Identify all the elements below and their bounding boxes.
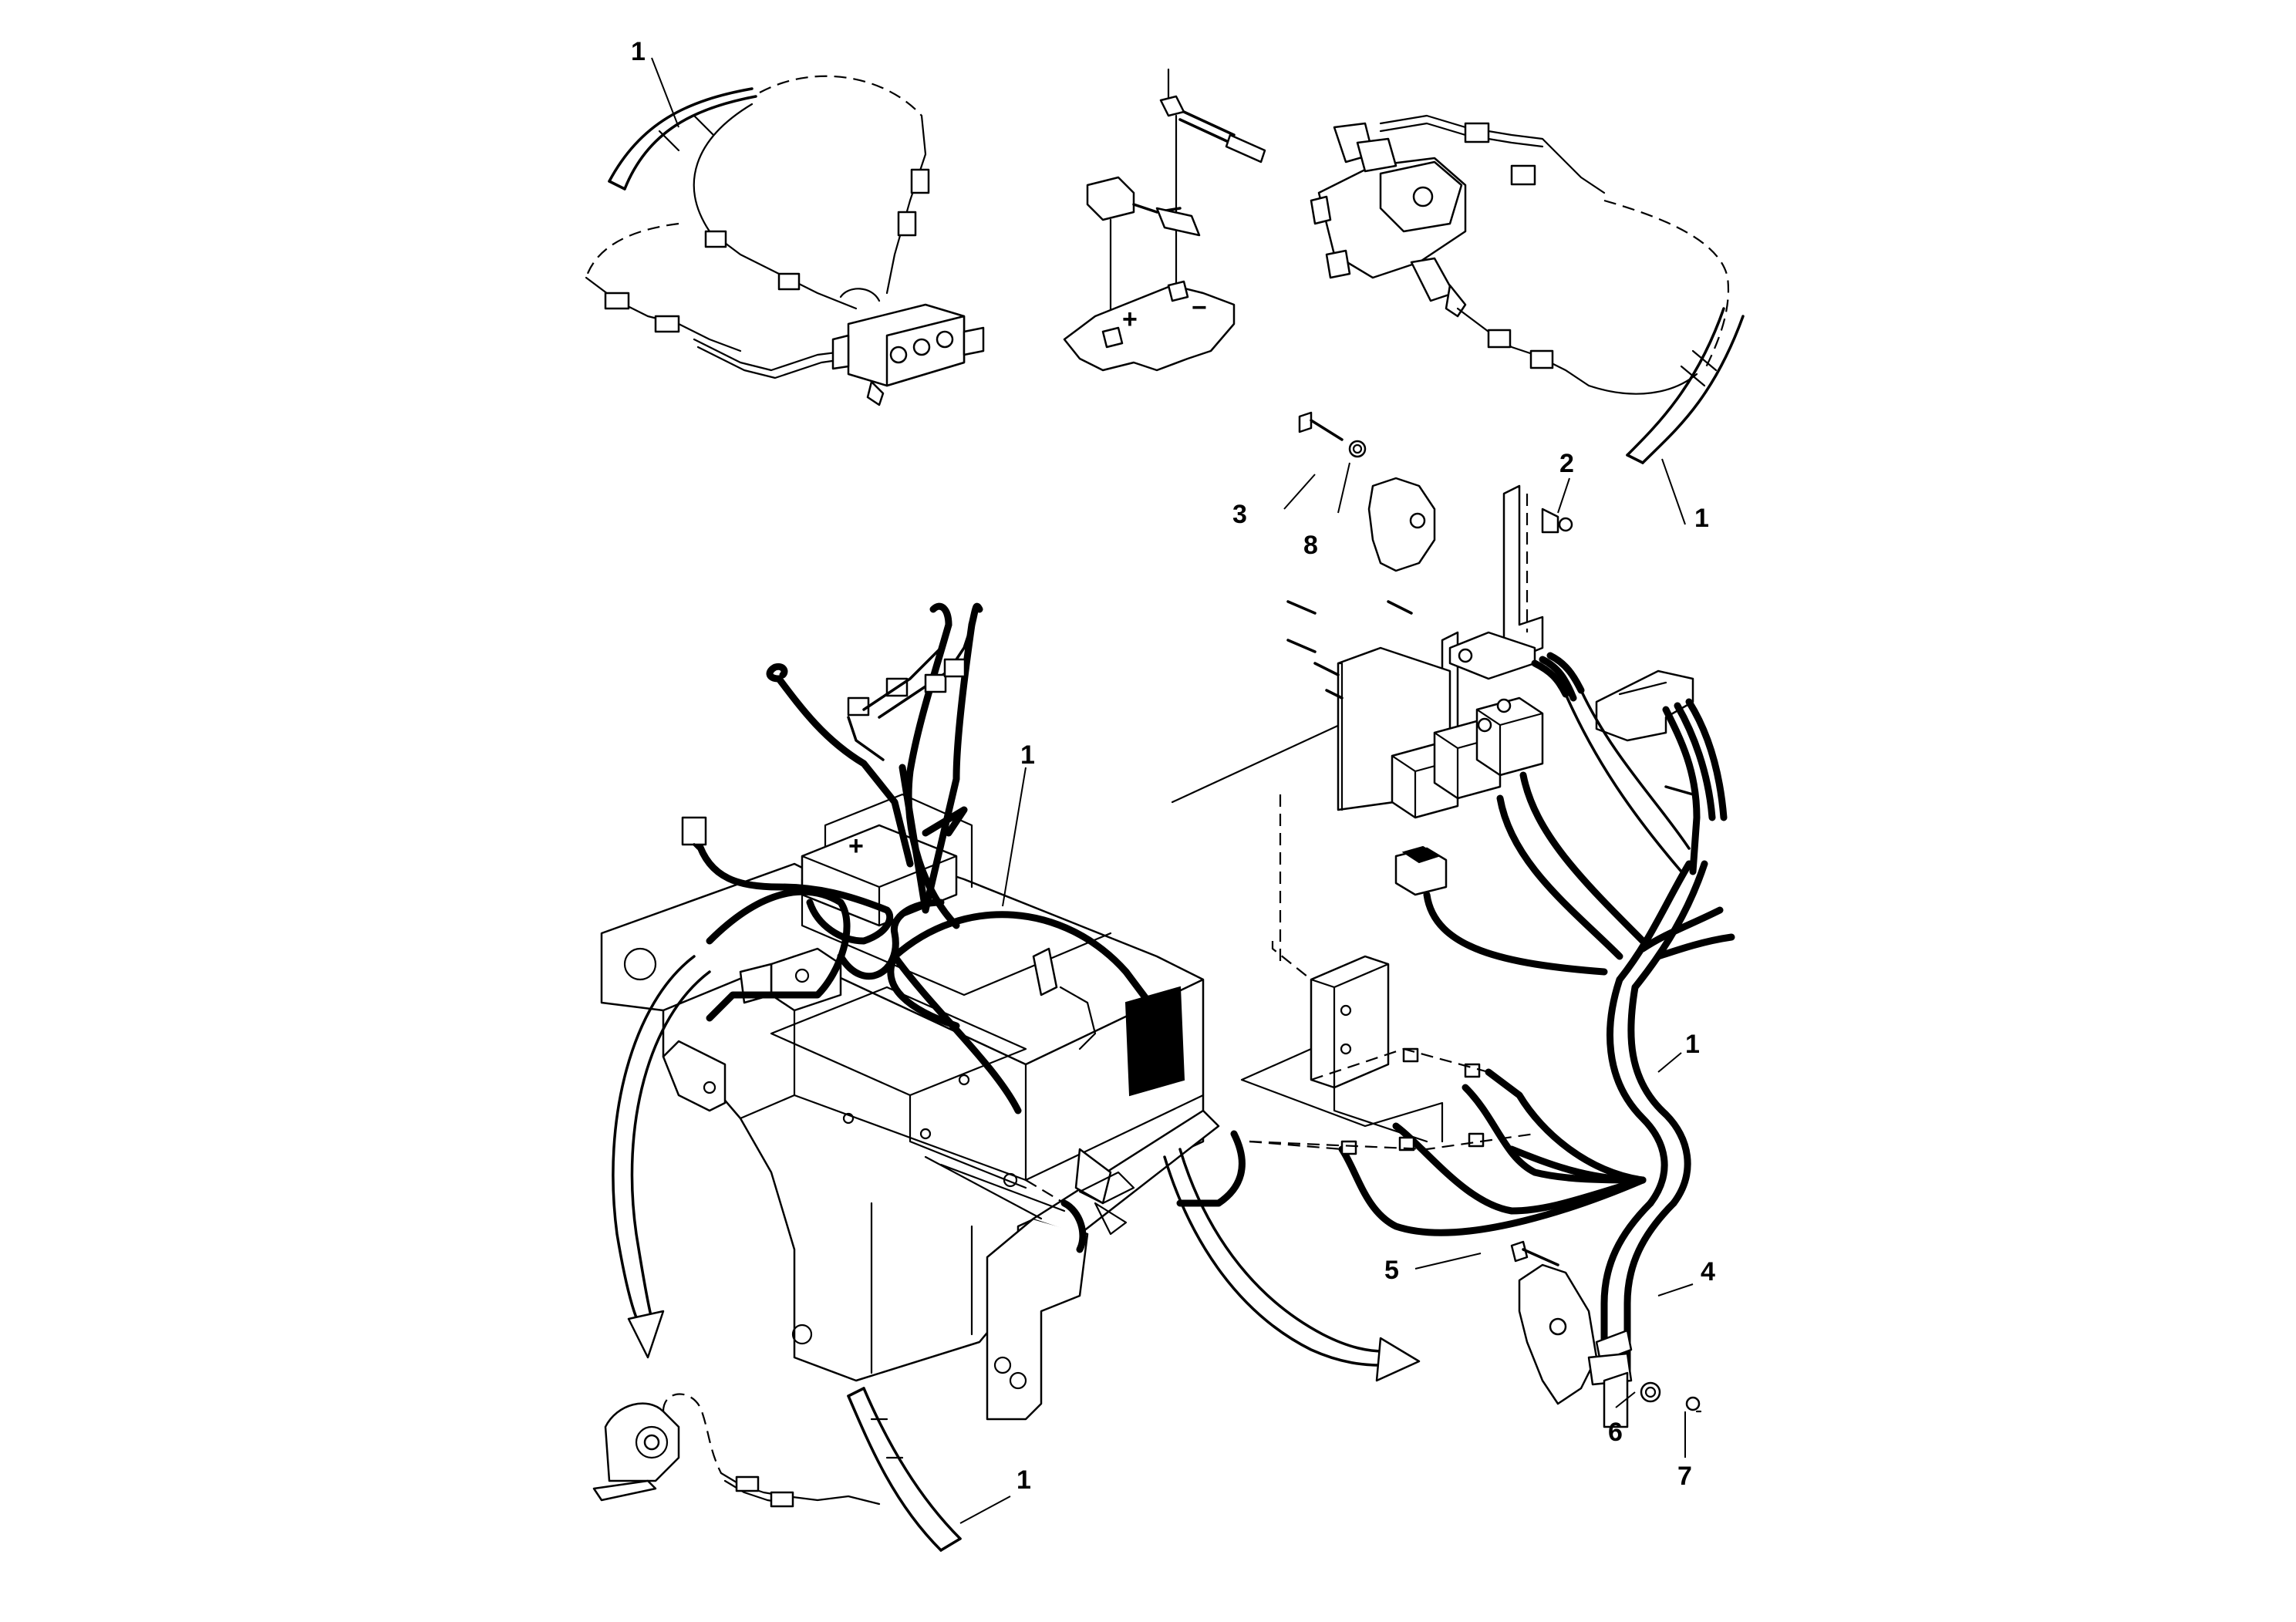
callout-1-top-right: 1 [1694,504,1709,533]
callout-6: 6 [1608,1418,1623,1447]
valve-assembly-right [1310,114,1745,464]
main-frame-assembly: + [600,602,1421,1421]
valve-assembly-left [585,75,985,406]
callout-1-top-left: 1 [631,37,646,66]
callout-1-bottom: 1 [1017,1465,1031,1495]
callout-1-center: 1 [1020,740,1035,770]
battery-positive-symbol: + [1122,305,1138,334]
frame-battery-plus-symbol: + [848,831,864,861]
battery-terminals: + − [1063,68,1266,372]
relay-panel-assembly [1171,411,1735,1428]
callout-7: 7 [1677,1462,1692,1491]
battery-negative-symbol: − [1192,293,1207,322]
callout-1-right-harness: 1 [1685,1030,1700,1059]
callout-3: 3 [1232,500,1247,529]
callout-leaders [651,57,1694,1524]
horn-assembly [592,1387,962,1552]
callout-8: 8 [1303,531,1318,560]
callout-5: 5 [1384,1256,1399,1285]
callout-labels: 1 1 1 1 1 2 3 4 5 6 7 8 [631,37,1715,1495]
callout-4: 4 [1701,1257,1715,1286]
callout-2: 2 [1559,449,1574,478]
